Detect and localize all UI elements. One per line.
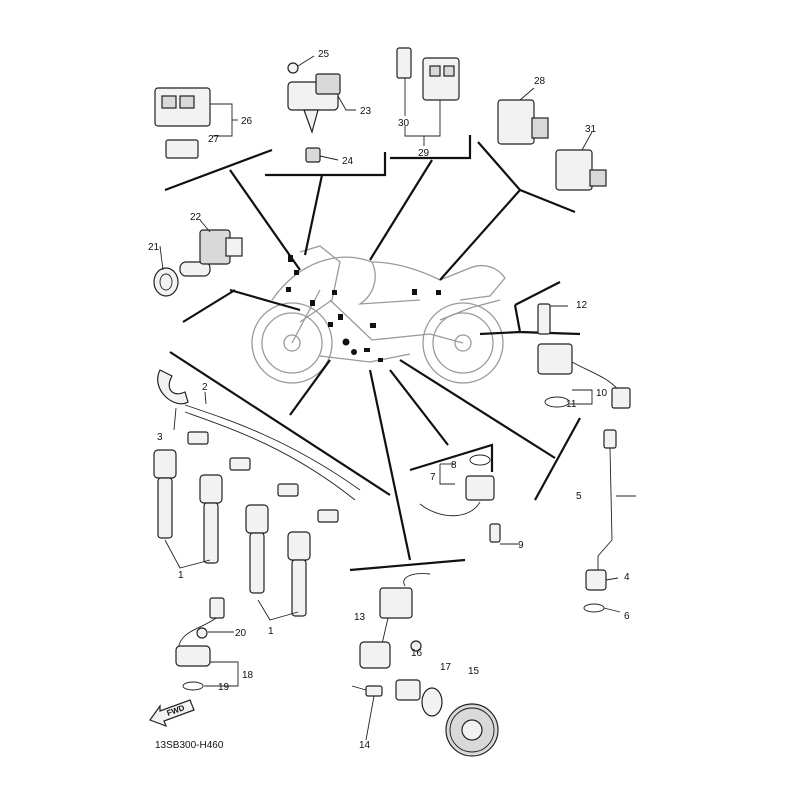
part-label-31: 31 xyxy=(585,124,597,135)
part-label-18: 18 xyxy=(242,670,254,681)
part-label-23: 23 xyxy=(360,106,372,117)
part-28-module xyxy=(497,87,607,191)
part-label-9: 9 xyxy=(518,540,524,551)
part-13-pickup-coil xyxy=(351,573,499,757)
part-label-3: 3 xyxy=(157,432,163,443)
part-26-relay xyxy=(154,87,238,159)
part-label-21: 21 xyxy=(148,242,160,253)
part-label-26: 26 xyxy=(241,116,253,127)
part-10-sensor xyxy=(537,303,631,409)
part-label-11: 11 xyxy=(566,399,577,410)
part-label-15: 15 xyxy=(468,666,480,677)
fwd-arrow-icon: FWD xyxy=(149,699,195,728)
part-label-14: 14 xyxy=(359,740,371,751)
part-label-29: 29 xyxy=(418,148,430,159)
part-label-1a: 1 xyxy=(178,570,184,581)
part-7-sensor xyxy=(419,454,518,545)
part-5-sensor xyxy=(583,429,636,613)
part-label-7: 7 xyxy=(430,472,436,483)
part-label-20: 20 xyxy=(235,628,247,639)
part-label-8: 8 xyxy=(451,460,457,471)
part-label-13: 13 xyxy=(354,612,366,623)
part-22-sensor xyxy=(153,219,243,297)
part-label-24: 24 xyxy=(342,156,354,167)
part-18-sensor xyxy=(175,597,239,691)
part-label-1b: 1 xyxy=(268,626,274,637)
part-23-sensor xyxy=(287,55,356,163)
part-label-5: 5 xyxy=(576,491,582,502)
motorcycle-silhouette xyxy=(251,245,506,384)
part-label-22: 22 xyxy=(190,212,202,223)
part-label-27: 27 xyxy=(208,134,220,145)
diagram-code: 13SB300-H460 xyxy=(155,740,224,751)
part-labels: 1 1 2 3 4 5 6 7 8 9 10 11 12 13 14 15 16… xyxy=(148,49,630,751)
part-label-19: 19 xyxy=(218,682,230,693)
part-2-harness xyxy=(157,369,361,523)
part-label-6: 6 xyxy=(624,611,630,622)
part-1-ignition-coils xyxy=(153,449,311,621)
part-label-10: 10 xyxy=(596,388,608,399)
part-label-16: 16 xyxy=(411,648,423,659)
part-label-2: 2 xyxy=(202,382,208,393)
part-label-12: 12 xyxy=(576,300,588,311)
part-label-28: 28 xyxy=(534,76,546,87)
part-label-25: 25 xyxy=(318,49,330,60)
bike-location-marks xyxy=(286,255,441,362)
part-29-relay xyxy=(396,47,460,146)
part-label-4: 4 xyxy=(624,572,630,583)
part-label-17: 17 xyxy=(440,662,452,673)
group-boundary-lines xyxy=(164,135,581,572)
part-label-30: 30 xyxy=(398,118,410,129)
